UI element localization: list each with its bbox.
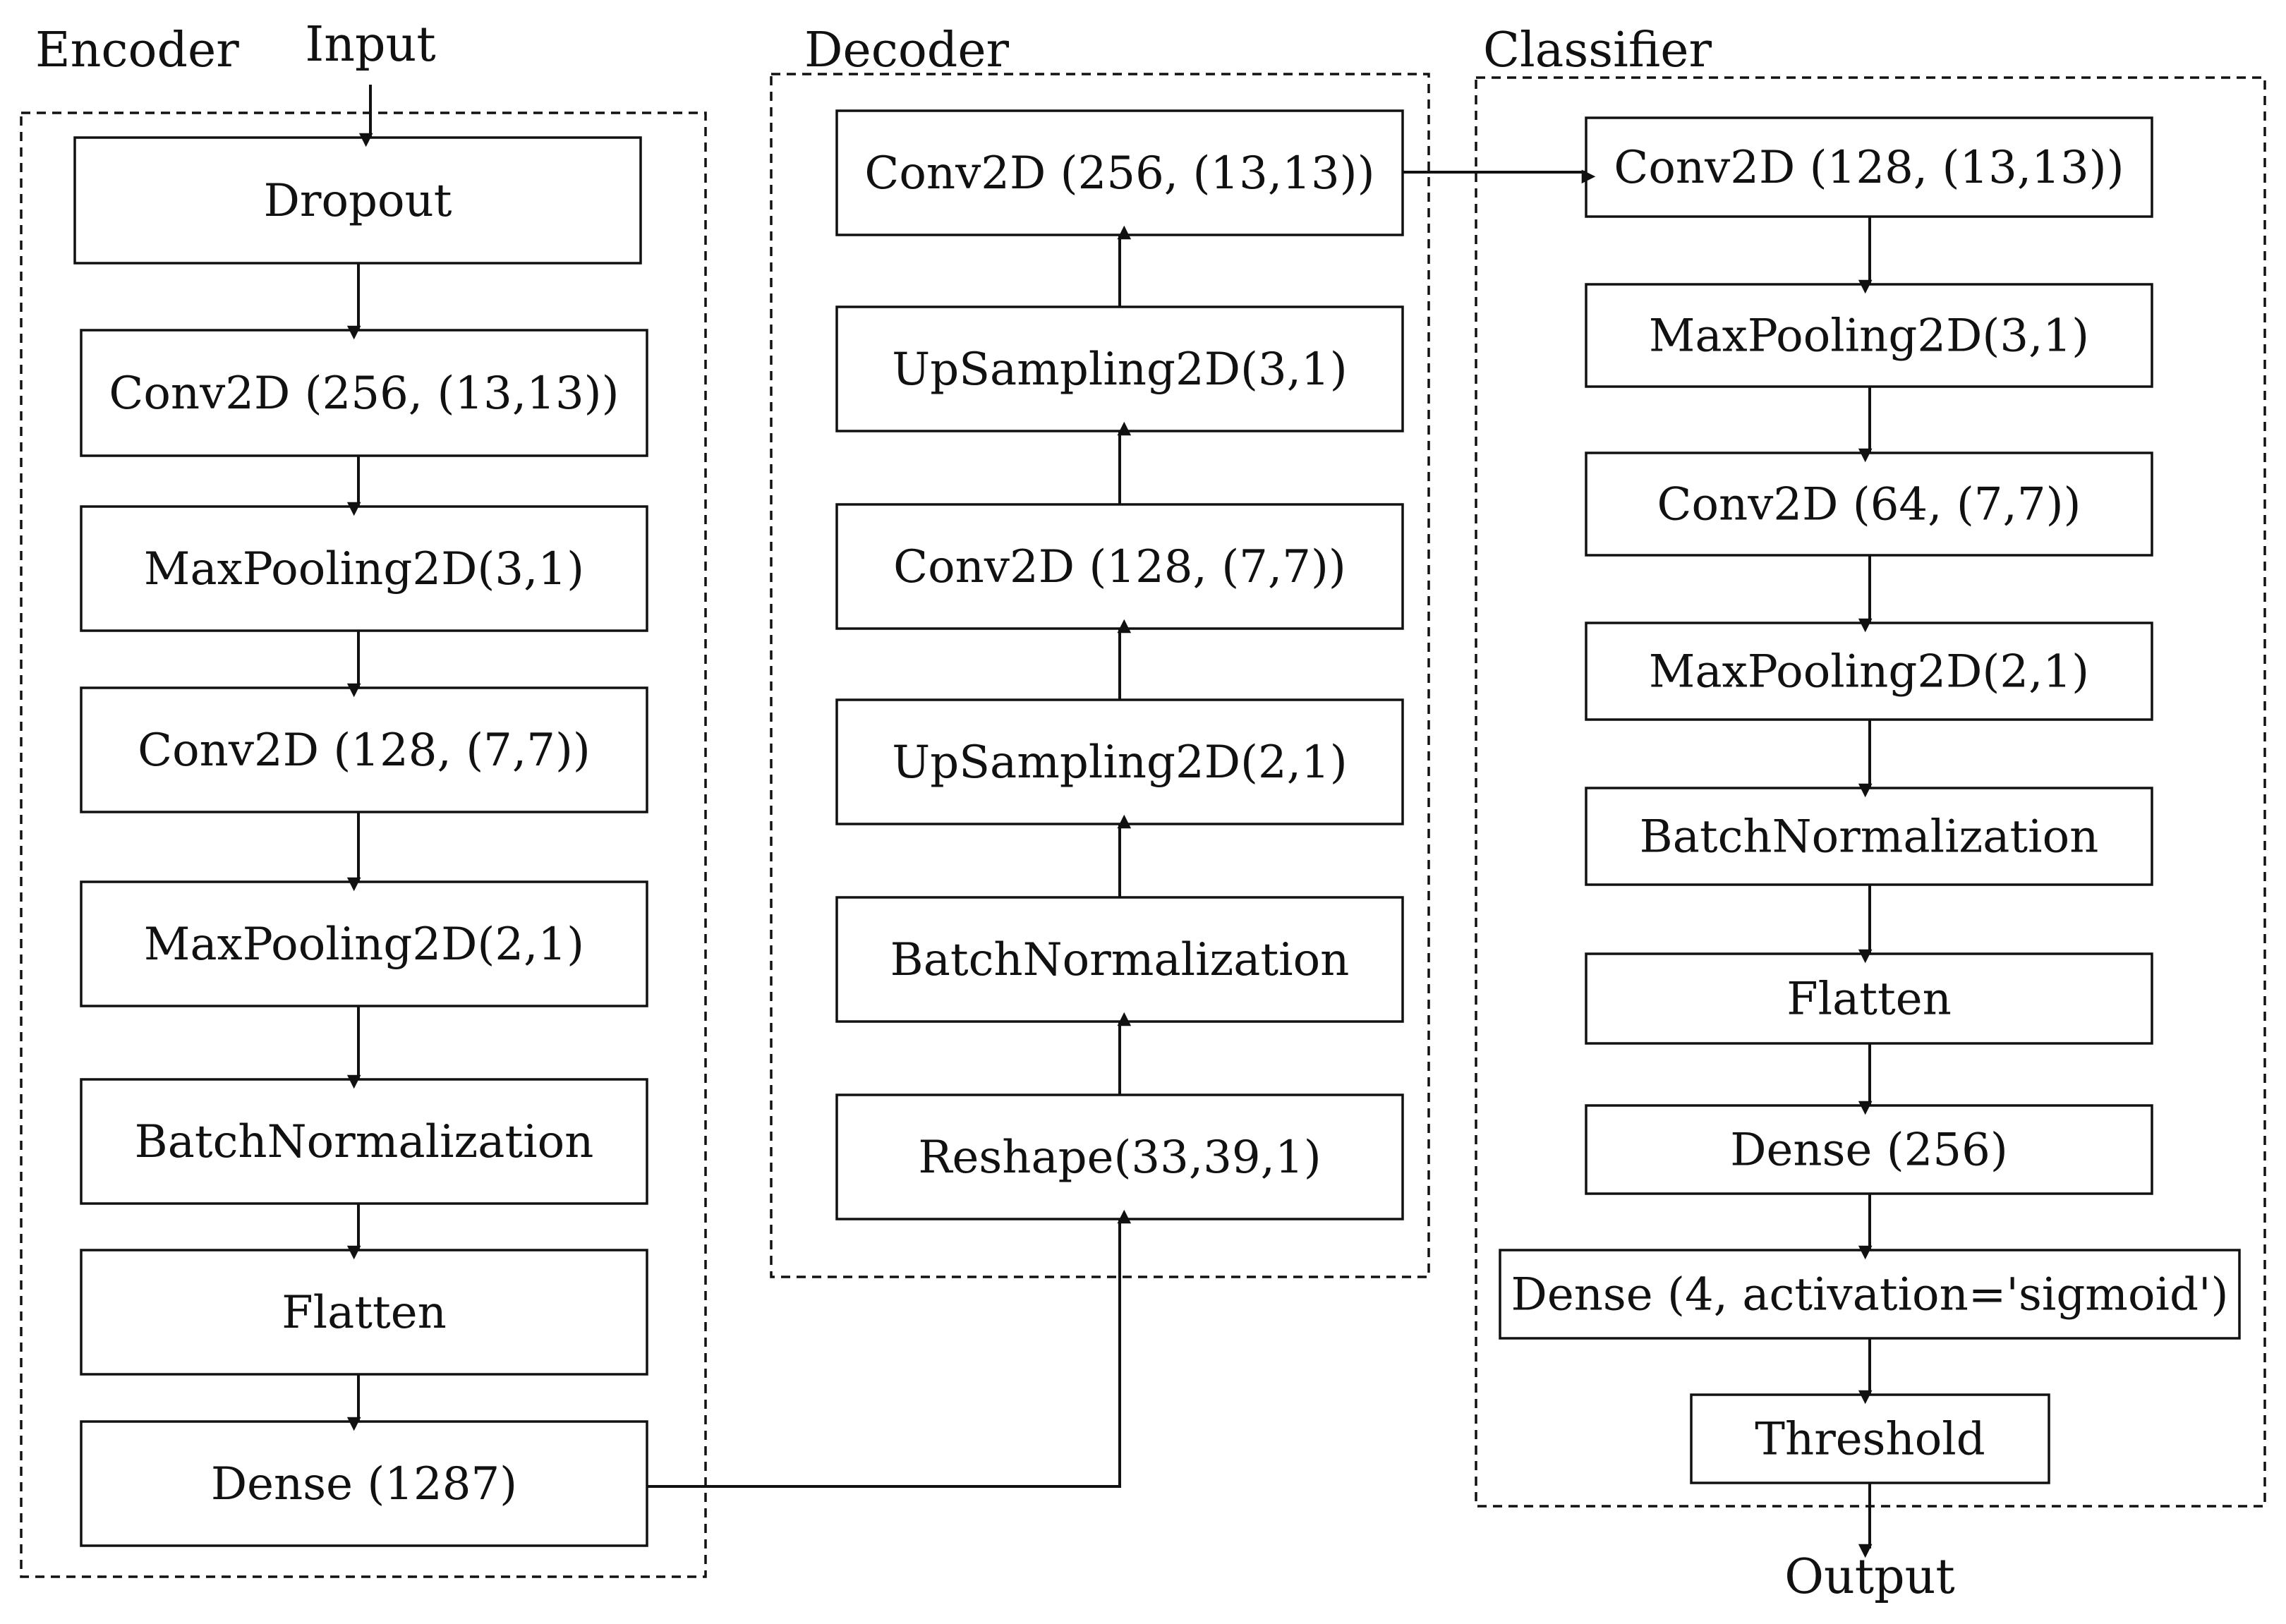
encoder-layer-box <box>80 505 648 632</box>
classifier-layer-box <box>1585 952 2153 1045</box>
encoder-layer-box <box>80 686 648 813</box>
decoder-layer-box <box>835 503 1404 630</box>
classifier-layer-box <box>1585 622 2153 721</box>
decoder-group <box>770 73 1430 1278</box>
encoder-layer-5: MaxPooling2D(2,1) <box>80 880 648 1007</box>
encoder-layer-label: MaxPooling2D(3,1) <box>144 543 584 595</box>
classifier-layer-label: Conv2D (64, (7,7)) <box>1657 479 2081 531</box>
decoder-layer-2: UpSampling2D(3,1) <box>835 305 1404 432</box>
classifier-layer-1: Conv2D (128, (13,13)) <box>1585 116 2153 218</box>
encoder-layer-box <box>73 136 642 265</box>
encoder-layer-label: Dropout <box>264 175 452 227</box>
classifier-layer-box <box>1585 1104 2153 1195</box>
classifier-title: Classifier <box>1483 23 1712 78</box>
classifier-layer-7: Dense (256) <box>1585 1104 2153 1195</box>
encoder-layer-3: MaxPooling2D(3,1) <box>80 505 648 632</box>
encoder-layer-label: Dense (1287) <box>211 1458 517 1510</box>
decoder-layer-label: UpSampling2D(2,1) <box>892 737 1347 789</box>
encoder-layer-8: Dense (1287) <box>80 1420 648 1547</box>
decoder-layer-box <box>835 698 1404 825</box>
encoder-title: Encoder <box>35 23 239 78</box>
encoder-layer-box <box>80 1249 648 1376</box>
connection-arrows <box>346 85 1873 1558</box>
classifier-layer-label: Conv2D (128, (13,13)) <box>1614 142 2124 194</box>
decoder-layer-box <box>835 896 1404 1023</box>
classifier-layer-box <box>1585 116 2153 218</box>
classifier-layer-3: Conv2D (64, (7,7)) <box>1585 452 2153 557</box>
encoder-layer-1: Dropout <box>73 136 642 265</box>
decoder-layer-3: Conv2D (128, (7,7)) <box>835 503 1404 630</box>
classifier-layer-5: BatchNormalization <box>1585 787 2153 886</box>
encoder-layer-label: Conv2D (128, (7,7)) <box>138 725 591 777</box>
decoder-title: Decoder <box>804 23 1010 78</box>
classifier-layer-2: MaxPooling2D(3,1) <box>1585 283 2153 388</box>
classifier-layer-box <box>1585 452 2153 557</box>
decoder-layer-label: Conv2D (128, (7,7)) <box>893 541 1346 593</box>
encoder-group <box>20 111 707 1578</box>
encoder-layer-4: Conv2D (128, (7,7)) <box>80 686 648 813</box>
encoder-layer-7: Flatten <box>80 1249 648 1376</box>
arrow-9 <box>647 1209 1132 1488</box>
decoder-layer-stack: Conv2D (256, (13,13)) UpSampling2D(3,1) Co… <box>835 109 1404 1220</box>
decoder-layer-label: Conv2D (256, (13,13)) <box>864 147 1374 200</box>
decoder-layer-box <box>835 1093 1404 1220</box>
input-label: Input <box>305 17 435 73</box>
encoder-layer-label: MaxPooling2D(2,1) <box>144 919 584 971</box>
classifier-layer-box <box>1499 1249 2241 1340</box>
classifier-layer-box <box>1585 283 2153 388</box>
encoder-layer-box <box>80 1078 648 1205</box>
output-label: Output <box>1784 1549 1955 1605</box>
classifier-layer-label: MaxPooling2D(2,1) <box>1649 646 2089 698</box>
encoder-layer-label: Flatten <box>282 1287 447 1339</box>
classifier-layer-6: Flatten <box>1585 952 2153 1045</box>
decoder-layer-5: BatchNormalization <box>835 896 1404 1023</box>
decoder-layer-6: Reshape(33,39,1) <box>835 1093 1404 1220</box>
classifier-layer-8: Dense (4, activation='sigmoid') <box>1499 1249 2241 1340</box>
decoder-layer-box <box>835 305 1404 432</box>
classifier-layer-label: Threshold <box>1755 1414 1985 1466</box>
decoder-layer-label: UpSampling2D(3,1) <box>892 344 1347 396</box>
classifier-layer-label: Dense (4, activation='sigmoid') <box>1511 1269 2229 1321</box>
classifier-layer-label: Flatten <box>1786 974 1952 1026</box>
encoder-layer-label: BatchNormalization <box>135 1116 594 1168</box>
decoder-layer-1: Conv2D (256, (13,13)) <box>835 109 1404 236</box>
decoder-layer-label: BatchNormalization <box>890 934 1350 986</box>
encoder-layer-label: Conv2D (256, (13,13)) <box>109 368 619 420</box>
classifier-layer-box <box>1690 1393 2050 1484</box>
classifier-layer-label: MaxPooling2D(3,1) <box>1649 310 2089 363</box>
classifier-layer-9: Threshold <box>1690 1393 2050 1484</box>
encoder-layer-box <box>80 1420 648 1547</box>
classifier-layer-stack: Conv2D (128, (13,13)) MaxPooling2D(3,1) Co… <box>1499 116 2241 1484</box>
encoder-layer-2: Conv2D (256, (13,13)) <box>80 329 648 457</box>
encoder-layer-box <box>80 880 648 1007</box>
encoder-layer-box <box>80 329 648 457</box>
classifier-layer-label: BatchNormalization <box>1640 811 2099 863</box>
encoder-layer-6: BatchNormalization <box>80 1078 648 1205</box>
classifier-layer-label: Dense (256) <box>1730 1125 2008 1177</box>
classifier-layer-4: MaxPooling2D(2,1) <box>1585 622 2153 721</box>
decoder-layer-label: Reshape(33,39,1) <box>918 1132 1321 1184</box>
decoder-layer-4: UpSampling2D(2,1) <box>835 698 1404 825</box>
